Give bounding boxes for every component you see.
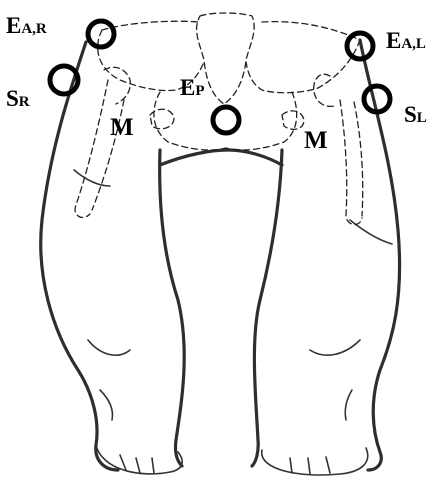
label-ep: EP: [180, 75, 205, 100]
label-muscle-right: M: [304, 127, 328, 154]
label-ea-l: EA,L: [386, 28, 426, 53]
electrode-ep-ring: [213, 107, 239, 133]
electrode-ea-r-ring: [88, 21, 114, 47]
body-outline: [41, 40, 400, 475]
label-ea-r: EA,R: [6, 13, 47, 38]
label-sr: SR: [6, 86, 30, 111]
label-sl: SL: [404, 102, 427, 127]
label-muscle-left: M: [110, 114, 134, 141]
